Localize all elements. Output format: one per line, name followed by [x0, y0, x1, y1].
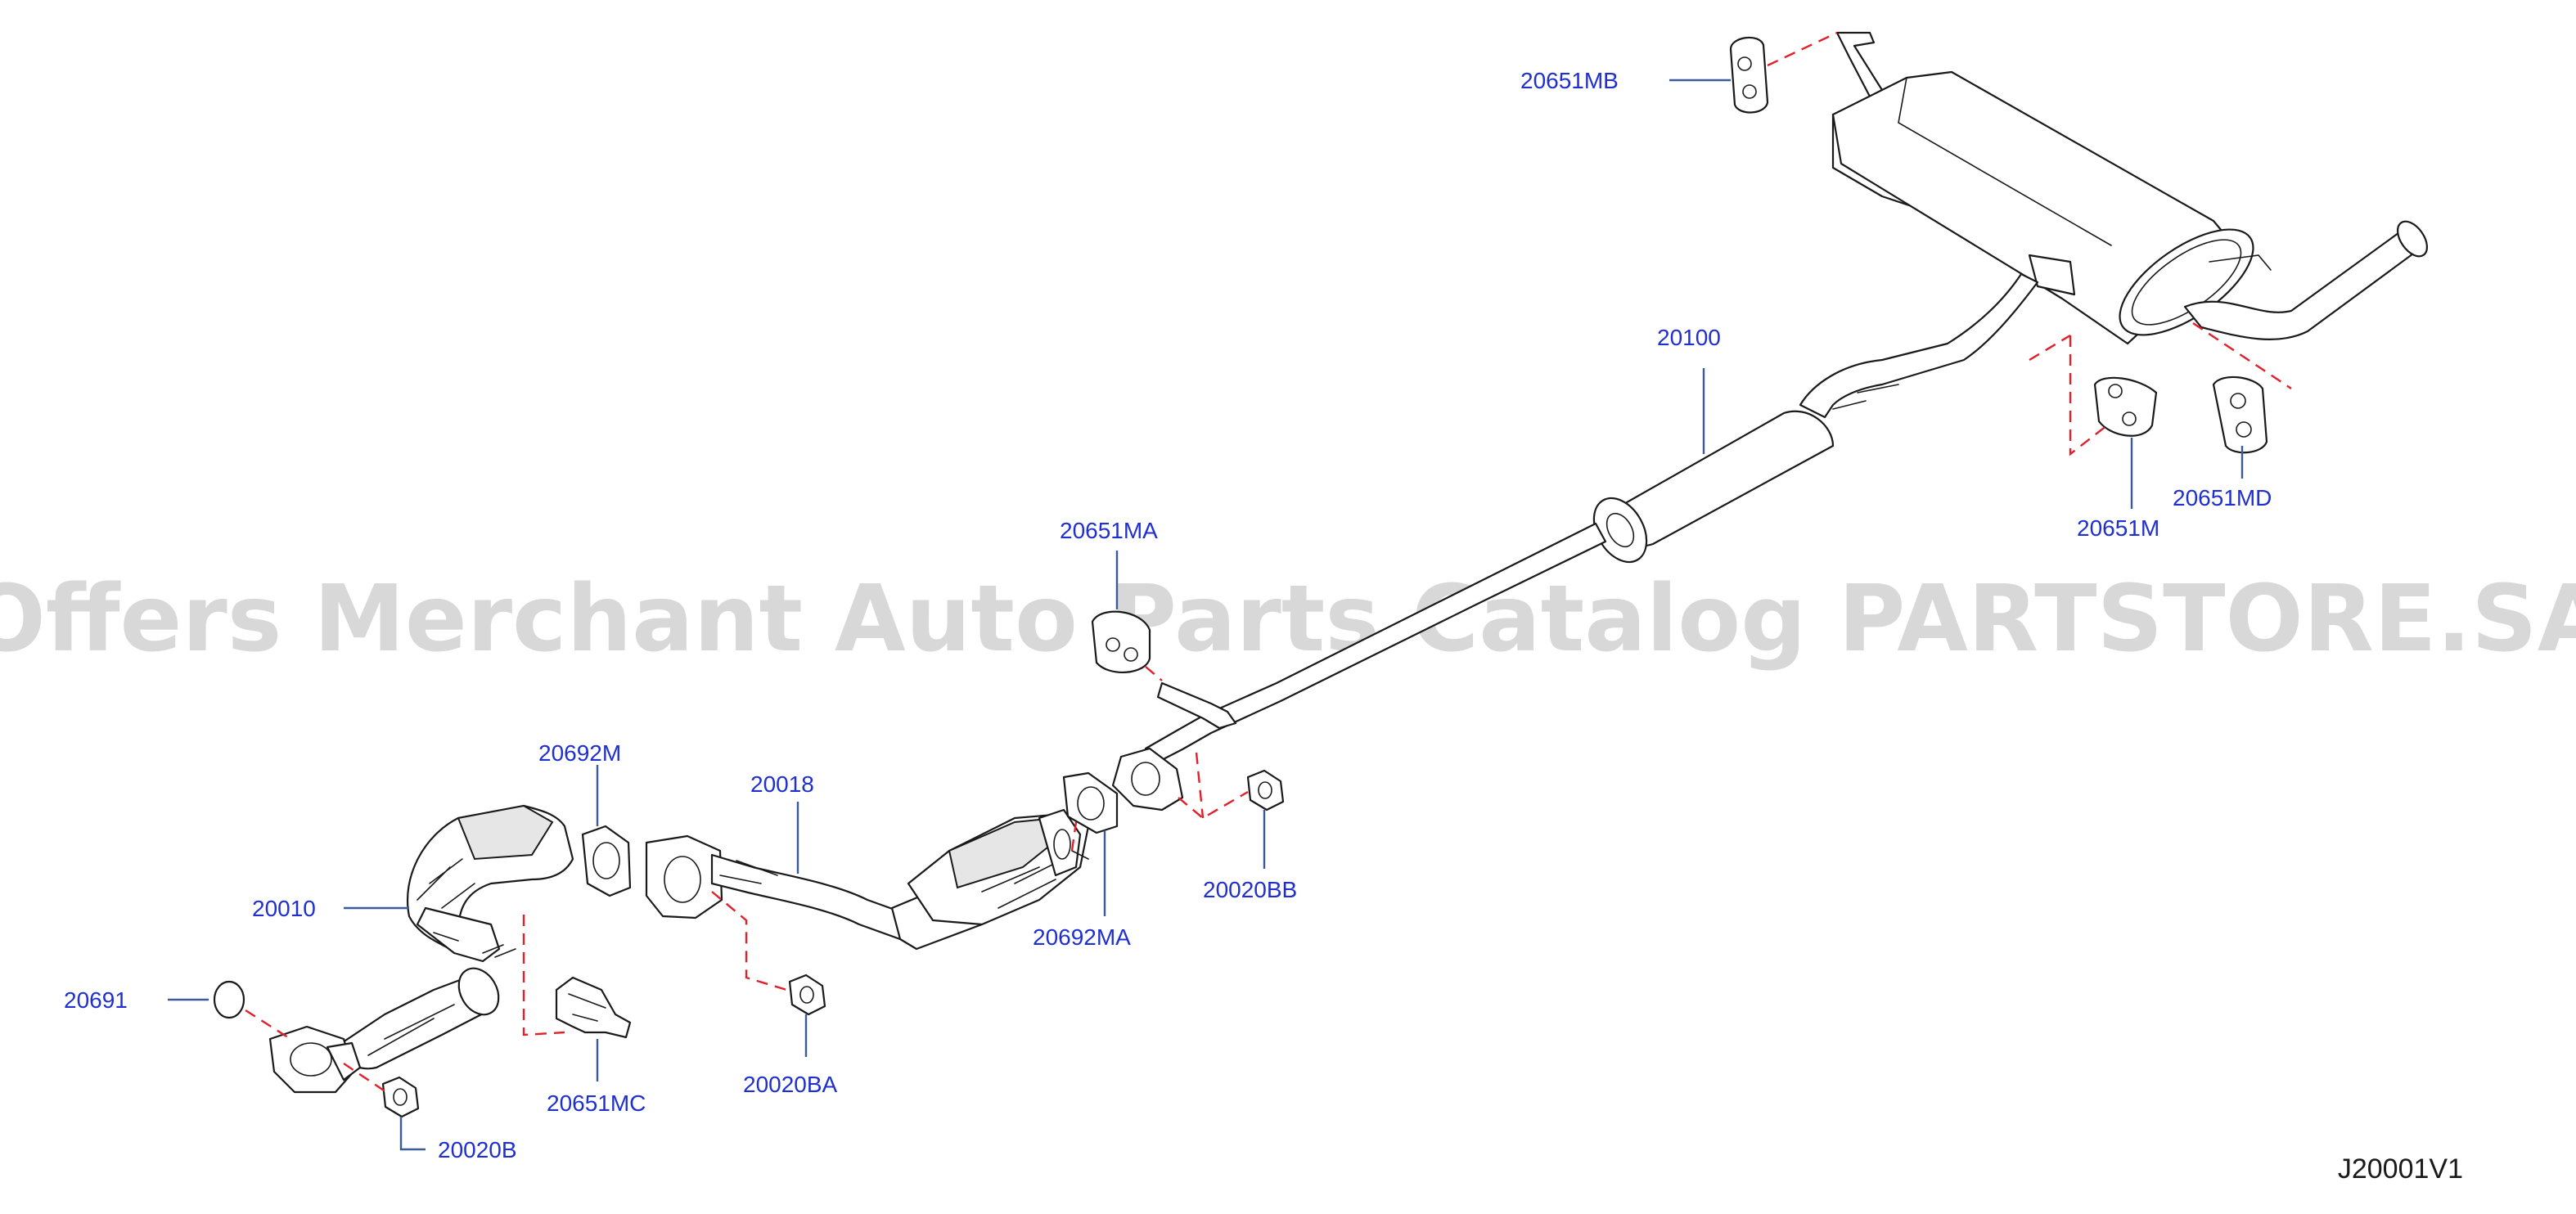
- label-20020BB[interactable]: 20020BB: [1203, 877, 1297, 902]
- label-20651MA[interactable]: 20651MA: [1060, 518, 1158, 543]
- rubber-hanger-20651MB[interactable]: [1729, 36, 1769, 114]
- rubber-hanger-20651M[interactable]: [2093, 376, 2158, 437]
- nut-20020B[interactable]: [381, 1076, 420, 1118]
- label-20651MD[interactable]: 20651MD: [2173, 485, 2272, 510]
- callout-labels: 20651MB 20100 20651MD 20651M 20651MA 206…: [64, 68, 2272, 1162]
- dashed-connectors: [245, 31, 2292, 1095]
- label-20651MB[interactable]: 20651MB: [1520, 68, 1619, 93]
- label-20020BA[interactable]: 20020BA: [743, 1072, 838, 1097]
- label-20020B[interactable]: 20020B: [438, 1137, 517, 1162]
- gasket-20692M[interactable]: [581, 825, 632, 897]
- center-muffler-pipe[interactable]: [1111, 272, 2039, 812]
- nut-20020BA[interactable]: [788, 973, 826, 1016]
- diagram-code: J20001V1: [2338, 1153, 2463, 1185]
- label-20100[interactable]: 20100: [1657, 325, 1721, 350]
- label-20018[interactable]: 20018: [750, 771, 814, 797]
- label-20692M[interactable]: 20692M: [538, 740, 621, 766]
- nut-20020BB[interactable]: [1246, 769, 1285, 812]
- leader-lines: [168, 79, 2244, 1151]
- label-20692MA[interactable]: 20692MA: [1033, 924, 1131, 950]
- rubber-hanger-20651MA[interactable]: [1091, 610, 1151, 673]
- watermark-text: Offers Merchant Auto Parts Catalog PARTS…: [0, 566, 2576, 672]
- exhaust-manifold-assembly[interactable]: [268, 804, 574, 1094]
- mounting-bracket-20651MC[interactable]: [555, 976, 632, 1039]
- seal-ring-20691[interactable]: [213, 980, 245, 1019]
- label-20691[interactable]: 20691: [64, 987, 128, 1013]
- label-20651MC[interactable]: 20651MC: [547, 1090, 646, 1116]
- label-20651M[interactable]: 20651M: [2077, 515, 2159, 541]
- label-20010[interactable]: 20010: [252, 896, 316, 921]
- rear-muffler[interactable]: [1831, 31, 2433, 355]
- front-exhaust-tube-with-catalyst[interactable]: [645, 808, 1090, 951]
- rubber-hanger-20651MD[interactable]: [2212, 375, 2268, 454]
- gasket-20692MA[interactable]: [1062, 771, 1119, 834]
